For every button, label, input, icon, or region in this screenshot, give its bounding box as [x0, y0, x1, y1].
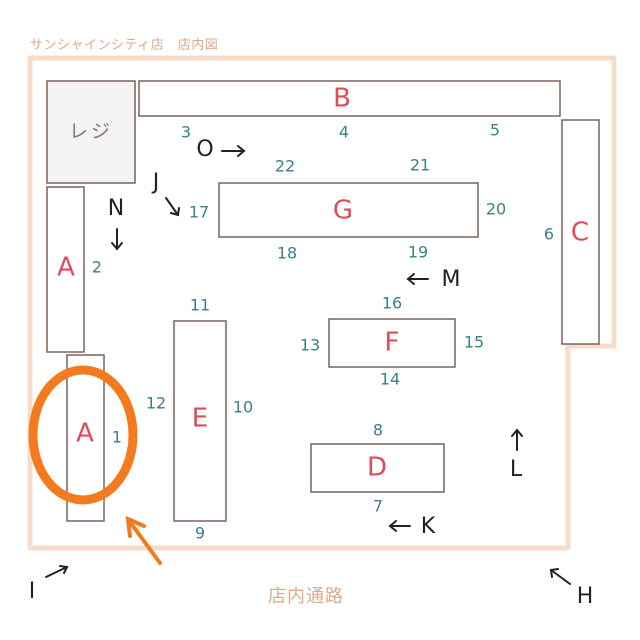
- fixture-f-label: F: [385, 328, 400, 358]
- arrow-k-icon: [388, 520, 411, 532]
- arrow-j-icon: [165, 197, 180, 217]
- arrow-o-icon: [221, 145, 246, 157]
- spot-number-19: 19: [408, 243, 428, 262]
- spot-number-21: 21: [410, 156, 430, 175]
- arrow-m-icon: [406, 273, 429, 285]
- fixtures: B C G A A E F D: [46, 80, 600, 522]
- fixture-e-box: [173, 320, 227, 522]
- register-counter: [46, 80, 136, 184]
- register-label: レジ: [69, 121, 113, 143]
- marker-o: O: [196, 137, 213, 162]
- highlight-arrow-icon: [125, 515, 162, 565]
- spot-number-1: 1: [112, 428, 122, 447]
- spot-number-8: 8: [373, 421, 383, 440]
- fixture-d-box: [310, 443, 445, 493]
- map-title: サンシャインシティ店 店内図: [30, 38, 219, 53]
- spot-number-11: 11: [190, 296, 210, 315]
- highlight-circle: [28, 365, 138, 505]
- corridor-label: 店内通路: [268, 586, 344, 607]
- fixture-a-upper-box: [46, 186, 85, 353]
- arrow-h-icon: [549, 568, 571, 585]
- spot-number-17: 17: [189, 203, 209, 222]
- fixture-a-lower-label: A: [76, 419, 94, 449]
- floor-outline: [27, 55, 617, 551]
- spot-number-9: 9: [195, 524, 205, 543]
- highlight-annotation: [28, 365, 162, 565]
- spot-number-13: 13: [300, 336, 320, 355]
- arrow-n-icon: [111, 228, 123, 251]
- spot-number-4: 4: [339, 123, 349, 142]
- spot-number-10: 10: [233, 398, 253, 417]
- spot-number-22: 22: [275, 157, 295, 176]
- fixture-c-label: C: [571, 218, 589, 248]
- spot-number-7: 7: [373, 497, 383, 516]
- marker-i: I: [29, 579, 36, 604]
- spot-number-6: 6: [544, 225, 554, 244]
- fixture-b-box: [138, 80, 561, 117]
- direction-arrows: [45, 145, 571, 585]
- fixture-g-label: G: [333, 196, 353, 226]
- marker-j: J: [151, 170, 160, 195]
- spot-number-12: 12: [146, 394, 166, 413]
- spot-number-5: 5: [490, 121, 500, 140]
- spot-number-20: 20: [486, 200, 506, 219]
- spot-number-2: 2: [92, 258, 102, 277]
- spot-number-3: 3: [181, 123, 191, 142]
- spot-number-15: 15: [464, 333, 484, 352]
- arrow-l-icon: [511, 428, 523, 451]
- fixture-c-box: [561, 119, 600, 345]
- fixture-a-upper-label: A: [57, 253, 75, 283]
- spot-number-18: 18: [277, 244, 297, 263]
- fixture-a-lower-box: [66, 354, 105, 522]
- fixture-f-box: [328, 318, 456, 368]
- marker-k: K: [421, 514, 436, 539]
- marker-n: N: [108, 196, 124, 221]
- spot-number-16: 16: [382, 294, 402, 313]
- marker-l: L: [510, 457, 523, 482]
- direction-markers: H I J K L M N O: [29, 137, 594, 609]
- spot-number-14: 14: [380, 370, 400, 389]
- marker-h: H: [577, 584, 594, 609]
- marker-m: M: [442, 267, 461, 292]
- fixture-g-box: [218, 182, 479, 238]
- spot-numbers: 1 2 3 4 5 6 7 8 9 10 11 12 13 14 15 16 1…: [92, 121, 554, 543]
- fixture-e-label: E: [192, 404, 208, 434]
- fixture-b-label: B: [333, 84, 351, 114]
- arrow-i-icon: [45, 565, 69, 578]
- fixture-d-label: D: [367, 453, 387, 483]
